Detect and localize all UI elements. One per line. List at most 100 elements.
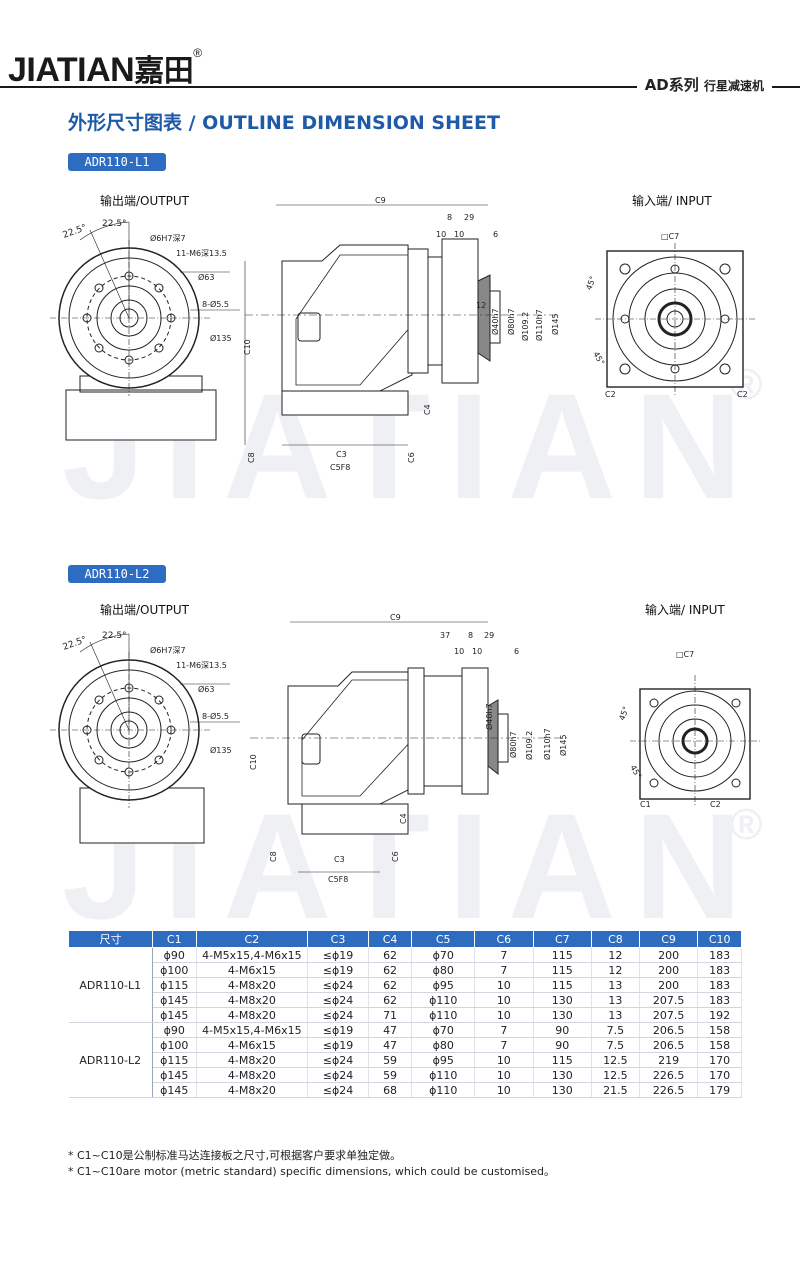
svg-text:Ø63: Ø63 (198, 684, 214, 694)
table-cell: 59 (368, 1052, 413, 1068)
dim-10a-label: 10 (436, 230, 446, 239)
table-cell: ϕ80 (411, 1037, 476, 1053)
table-cell: ϕ100 (152, 962, 197, 978)
svg-text:Ø40h7: Ø40h7 (484, 703, 494, 730)
svg-text:Ø110h7: Ø110h7 (542, 728, 552, 760)
input-label-l1: 输入端/ INPUT (632, 194, 712, 208)
table-cell: 4-M5x15,4-M6x15 (196, 1022, 309, 1038)
right-angle-housing (281, 244, 413, 392)
table-header-c2: C2 (195, 930, 309, 948)
d63-label: Ø63 (198, 272, 214, 282)
table-cell: 12 (591, 947, 640, 963)
svg-text:8-Ø5.5: 8-Ø5.5 (202, 711, 229, 721)
table-cell: 62 (368, 947, 413, 963)
table-cell: ϕ90 (152, 1022, 197, 1038)
table-cell: 183 (697, 977, 742, 993)
side-view-l1: C9 8 29 10 10 6 C10 C4 C3 C5F8 C8 C6 12 … (243, 196, 560, 472)
table-cell: 183 (697, 992, 742, 1008)
table-cell: 62 (368, 962, 413, 978)
table-cell: 4-M8x20 (196, 992, 309, 1008)
table-cell: 226.5 (639, 1067, 699, 1083)
output-flange-base (65, 389, 217, 441)
svg-text:10: 10 (472, 647, 482, 656)
side-view-l2: C9 37 8 29 10 10 6 C10 C4 C3 C5F8 C8 C6 … (249, 613, 570, 884)
motor-side-block (281, 390, 409, 416)
table-cell: ϕ70 (411, 947, 476, 963)
table-cell: 115 (533, 962, 593, 978)
table-cell: ϕ110 (411, 1082, 476, 1098)
table-header-c4: C4 (367, 930, 413, 948)
output-view-l2: 22.5° 22.5° Ø6H7深7 11-M6深13.5 Ø63 8-Ø5.5… (50, 631, 240, 844)
table-cell: 130 (533, 1082, 593, 1098)
model-cell: ADR110-L2 (68, 1022, 153, 1098)
svg-text:C4: C4 (399, 813, 408, 824)
c7-label: □C7 (661, 232, 679, 241)
c9-label: C9 (375, 196, 386, 205)
c10-label: C10 (243, 339, 252, 355)
table-cell: ϕ70 (411, 1022, 476, 1038)
table-header-c9: C9 (638, 930, 699, 948)
table-cell: 10 (474, 977, 534, 993)
table-cell: 90 (533, 1022, 593, 1038)
svg-text:Ø6H7深7: Ø6H7深7 (150, 645, 186, 655)
series-subtitle: 行星减速机 (703, 79, 764, 93)
holes8-label: 8-Ø5.5 (202, 299, 229, 309)
svg-text:C9: C9 (390, 613, 401, 622)
d135-label: Ø135 (210, 333, 232, 343)
d109-label: Ø109.2 (520, 312, 530, 341)
table-cell: 200 (639, 977, 699, 993)
output-label-l1: 输出端/OUTPUT (100, 194, 189, 208)
output-flange-side (441, 238, 479, 384)
table-cell: 130 (533, 992, 593, 1008)
svg-text:Ø109.2: Ø109.2 (524, 731, 534, 760)
table-cell: 68 (368, 1082, 413, 1098)
table-cell: ≤ϕ24 (307, 1082, 369, 1098)
table-cell: 183 (697, 962, 742, 978)
table-header-c7: C7 (532, 930, 593, 948)
svg-text:45°: 45° (617, 705, 630, 721)
table-cell: 115 (533, 1052, 593, 1068)
table-header-c5: C5 (411, 930, 476, 948)
series-label: AD系列 行星减速机 (636, 74, 772, 95)
table-cell: 170 (697, 1067, 742, 1083)
table-cell: 158 (697, 1037, 742, 1053)
c2-label: C2 (710, 800, 721, 809)
table-cell: 115 (533, 977, 593, 993)
svg-text:8: 8 (468, 631, 473, 640)
angle-label-b: 22.5° (102, 219, 127, 229)
svg-text:22.5°: 22.5° (102, 631, 127, 641)
d110-label: Ø110h7 (534, 309, 544, 341)
brand-name-cn: 嘉田 (134, 54, 194, 89)
input-label-l2: 输入端/ INPUT (645, 603, 725, 617)
table-cell: 179 (697, 1082, 742, 1098)
table-cell: ≤ϕ24 (307, 1052, 369, 1068)
dim-8-label: 8 (447, 213, 452, 222)
output-view-l1: 22.5° 22.5° Ø6H7深7 11-M6深13.5 Ø63 8-Ø5.5… (50, 219, 240, 441)
table-cell: ≤ϕ19 (307, 1022, 369, 1038)
table-cell: 206.5 (639, 1037, 699, 1053)
c8-label: C8 (247, 452, 256, 463)
table-cell: 4-M8x20 (196, 1082, 309, 1098)
svg-text:Ø145: Ø145 (558, 734, 568, 756)
output-flange-side (461, 667, 489, 795)
table-cell: 13 (591, 1007, 640, 1023)
footnotes: * C1~C10是公制标准马达连接板之尺寸,可根据客户要求单独定做。 * C1~… (68, 1148, 555, 1180)
table-cell: ≤ϕ19 (307, 962, 369, 978)
table-cell: 10 (474, 1052, 534, 1068)
d40-label: Ø40h7 (490, 308, 500, 335)
table-cell: 219 (639, 1052, 699, 1068)
table-cell: 10 (474, 1067, 534, 1083)
table-cell: ≤ϕ24 (307, 992, 369, 1008)
table-cell: 10 (474, 992, 534, 1008)
dim-12-label: 12 (476, 301, 486, 310)
dim-10b-label: 10 (454, 230, 464, 239)
table-cell: ϕ80 (411, 962, 476, 978)
model-cell: ADR110-L1 (68, 947, 153, 1023)
motor-adapter (407, 248, 429, 374)
table-cell: 62 (368, 977, 413, 993)
table-cell: ≤ϕ24 (307, 1007, 369, 1023)
